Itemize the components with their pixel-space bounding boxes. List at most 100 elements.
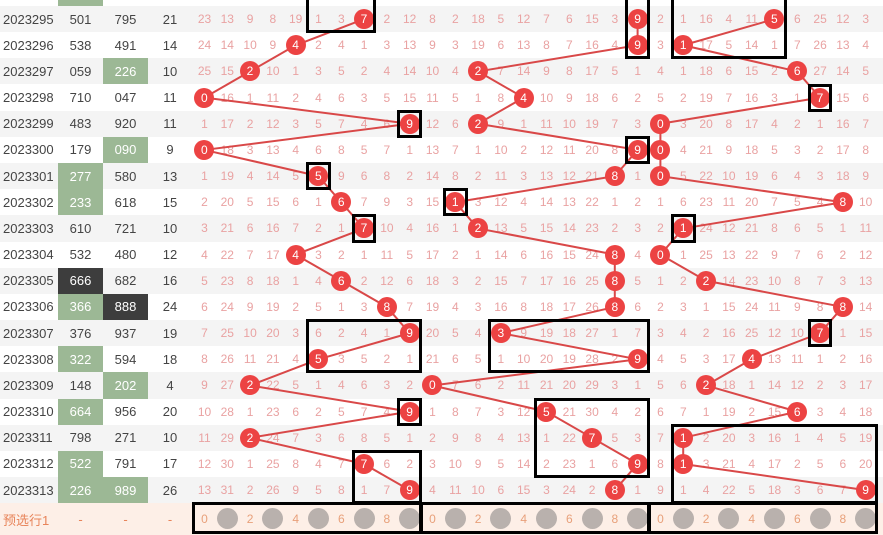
omission-count: 5 — [748, 483, 756, 498]
issue-number: 2023311 — [3, 430, 53, 446]
omission-count: 15 — [836, 90, 850, 105]
omission-count: 10 — [539, 90, 554, 105]
preselect-toggle[interactable] — [535, 508, 557, 530]
omission-count: 26 — [266, 483, 280, 498]
preselect-toggle[interactable] — [627, 508, 649, 530]
omission-count: 16 — [859, 352, 873, 367]
omission-count: 1 — [383, 326, 391, 341]
omission-count: 3 — [702, 456, 710, 471]
trial-number: 047 — [114, 90, 137, 106]
preselect-digit[interactable]: 8 — [839, 512, 847, 527]
issue-number: 2023310 — [3, 404, 54, 420]
group3-highlight — [58, 0, 103, 6]
omission-count: 11 — [791, 352, 804, 367]
omission-count: 2 — [474, 169, 482, 184]
omission-count: 8 — [771, 221, 778, 236]
trial-number: 791 — [114, 456, 137, 472]
omission-count: 4 — [451, 299, 459, 314]
preselect-digit[interactable]: 0 — [657, 512, 664, 527]
omission-count: 1 — [474, 247, 482, 262]
omission-count: 4 — [315, 456, 322, 471]
omission-count: 3 — [383, 38, 391, 53]
omission-count: 8 — [862, 142, 870, 157]
omission-count: 3 — [497, 404, 505, 419]
preselect-digit[interactable]: 0 — [429, 512, 436, 527]
omission-count: 7 — [383, 142, 391, 157]
preselect-toggle[interactable] — [855, 508, 877, 530]
omission-count: 3 — [862, 12, 870, 27]
omission-count: 2 — [679, 90, 687, 105]
omission-count: 7 — [816, 273, 824, 288]
preselect-toggle[interactable] — [444, 508, 466, 530]
trial-number: 226 — [103, 58, 148, 85]
omission-count: 23 — [585, 221, 599, 236]
preselect-toggle[interactable] — [353, 508, 375, 530]
preselect-digit[interactable]: 2 — [702, 512, 710, 527]
omission-count: 8 — [383, 169, 391, 184]
preselect-toggle[interactable] — [490, 508, 512, 530]
omission-count: 9 — [771, 247, 778, 262]
omission-count: 3 — [474, 299, 482, 314]
omission-count: 6 — [679, 195, 687, 210]
issue-number: 2023312 — [3, 456, 54, 472]
draw-number: 710 — [69, 90, 92, 106]
preselect-toggle[interactable] — [262, 508, 284, 530]
preselect-digit[interactable]: 2 — [474, 512, 482, 527]
preselect-toggle[interactable] — [809, 508, 831, 530]
omission-count: 18 — [471, 12, 485, 27]
omission-count: 16 — [562, 273, 576, 288]
digit-ball: 1 — [673, 453, 694, 474]
omission-count: 27 — [813, 64, 827, 79]
preselect-digit[interactable]: 2 — [246, 512, 254, 527]
preselect-toggle[interactable] — [718, 508, 740, 530]
digit-ball: 9 — [855, 480, 876, 501]
omission-count: 12 — [539, 142, 554, 157]
omission-count: 18 — [767, 483, 782, 498]
omission-count: 5 — [679, 169, 687, 184]
omission-count: 3 — [793, 142, 801, 157]
preselect-digit[interactable]: 6 — [565, 512, 573, 527]
omission-count: 4 — [748, 456, 756, 471]
omission-count: 12 — [517, 12, 531, 27]
preselect-toggle[interactable] — [216, 508, 238, 530]
preselect-toggle[interactable] — [672, 508, 694, 530]
omission-count: 12 — [266, 116, 280, 131]
issue-number: 2023297 — [3, 63, 54, 79]
preselect-digit[interactable]: 4 — [520, 512, 528, 527]
omission-count: 12 — [494, 195, 508, 210]
preselect-digit[interactable]: 0 — [201, 512, 208, 527]
omission-count: 7 — [839, 483, 847, 498]
preselect-toggle[interactable] — [307, 508, 329, 530]
sum-value: 15 — [162, 194, 178, 210]
preselect-digit[interactable]: 4 — [748, 512, 756, 527]
omission-count: 12 — [562, 169, 576, 184]
omission-count: 2 — [292, 299, 300, 314]
omission-count: 26 — [220, 352, 234, 367]
omission-count: 19 — [471, 38, 485, 53]
preselect-digit[interactable]: 4 — [292, 512, 300, 527]
preselect-digit[interactable]: 8 — [611, 512, 619, 527]
issue-number: 2023301 — [3, 168, 54, 184]
omission-count: 5 — [383, 430, 391, 445]
omission-count: 27 — [220, 378, 234, 393]
trial-number: 721 — [114, 220, 137, 236]
omission-count: 7 — [451, 142, 459, 157]
preselect-digit[interactable]: 6 — [337, 512, 345, 527]
omission-count: 2 — [839, 247, 847, 262]
omission-count: 2 — [793, 116, 801, 131]
omission-count: 14 — [517, 456, 531, 471]
omission-count: 1 — [816, 352, 824, 367]
preselect-toggle[interactable] — [763, 508, 785, 530]
preselect-toggle[interactable] — [581, 508, 603, 530]
omission-count: 5 — [315, 116, 322, 131]
preselect-toggle[interactable] — [399, 508, 421, 530]
omission-count: 22 — [585, 195, 599, 210]
preselect-digit[interactable]: 6 — [793, 512, 801, 527]
omission-count: 5 — [634, 273, 642, 288]
preselect-digit[interactable]: 8 — [383, 512, 391, 527]
omission-count: 20 — [585, 142, 599, 157]
omission-count: 20 — [220, 195, 234, 210]
